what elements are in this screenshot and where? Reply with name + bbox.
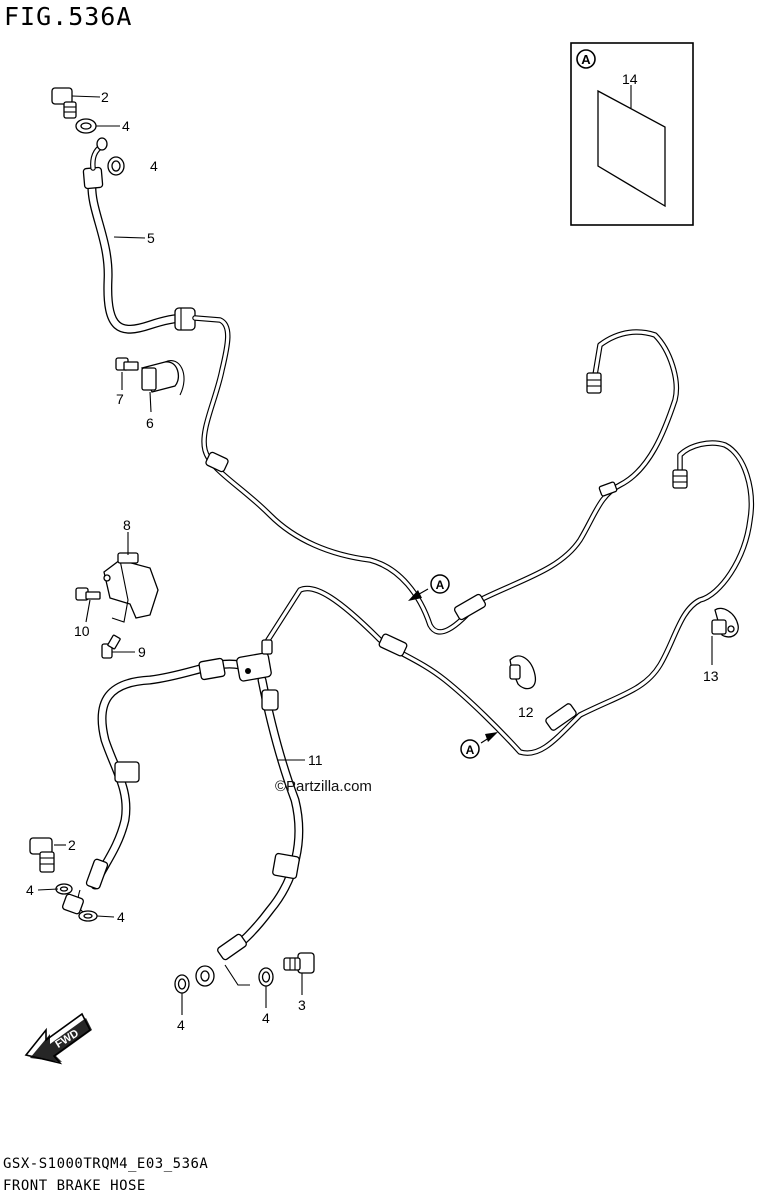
footer-diagram-name: FRONT BRAKE HOSE bbox=[3, 1178, 146, 1194]
label-part-4-top-2: 4 bbox=[150, 158, 158, 174]
hose-guide-12-icon bbox=[509, 655, 537, 690]
clamp-bolt-icon bbox=[115, 357, 139, 371]
label-part-11: 11 bbox=[308, 752, 323, 768]
label-part-4-bottom-2: 4 bbox=[262, 1010, 270, 1026]
banjo-bolt-bottom-icon bbox=[283, 952, 315, 974]
hose-guide-13-icon bbox=[711, 607, 739, 638]
label-part-4-bottom-1: 4 bbox=[177, 1017, 185, 1033]
sticker-14-icon bbox=[597, 89, 666, 208]
label-part-5: 5 bbox=[147, 230, 155, 246]
banjo-bolt-top-icon bbox=[51, 87, 77, 119]
label-part-3: 3 bbox=[298, 997, 306, 1013]
callout-a-lower: A bbox=[460, 732, 498, 759]
figure-title: FIG.536A bbox=[4, 2, 133, 31]
lower-hose bbox=[62, 639, 304, 987]
label-part-2-top: 2 bbox=[101, 89, 109, 105]
label-part-13: 13 bbox=[703, 668, 719, 684]
fwd-arrow-icon: FWD bbox=[24, 1012, 92, 1065]
label-part-4-left-1: 4 bbox=[26, 882, 34, 898]
upper-hose bbox=[82, 137, 196, 334]
right-brake-pipe bbox=[265, 440, 754, 756]
part-labels: 2 4 4 5 6 7 8 9 10 11 12 13 2 4 4 4 4 3 bbox=[26, 89, 719, 1033]
watermark-text: ©Partzilla.com bbox=[275, 778, 372, 795]
label-part-7: 7 bbox=[116, 391, 124, 407]
svg-text:A: A bbox=[466, 743, 475, 757]
inset-marker: A bbox=[581, 52, 591, 67]
label-part-10: 10 bbox=[74, 623, 90, 639]
label-part-12: 12 bbox=[518, 704, 534, 720]
svg-text:A: A bbox=[436, 578, 445, 592]
label-part-4-top-1: 4 bbox=[122, 118, 130, 134]
banjo-bolt-left-icon bbox=[29, 837, 55, 873]
label-part-9: 9 bbox=[138, 644, 146, 660]
bracket-icon bbox=[103, 552, 159, 623]
callout-a-upper: A bbox=[408, 574, 450, 601]
clamp-icon bbox=[141, 360, 185, 396]
hardware bbox=[29, 87, 739, 994]
inset-box: A 14 bbox=[570, 42, 694, 226]
label-part-4-left-2: 4 bbox=[117, 909, 125, 925]
label-part-2-left: 2 bbox=[68, 837, 76, 853]
label-part-6: 6 bbox=[146, 415, 154, 431]
label-part-8: 8 bbox=[123, 517, 131, 533]
footer-diagram-code: GSX-S1000TRQM4_E03_536A bbox=[3, 1156, 209, 1172]
label-part-14: 14 bbox=[622, 71, 638, 87]
upper-brake-pipe bbox=[192, 315, 679, 635]
bracket-screw-icon bbox=[101, 634, 121, 659]
bracket-bolt-icon bbox=[75, 587, 101, 601]
